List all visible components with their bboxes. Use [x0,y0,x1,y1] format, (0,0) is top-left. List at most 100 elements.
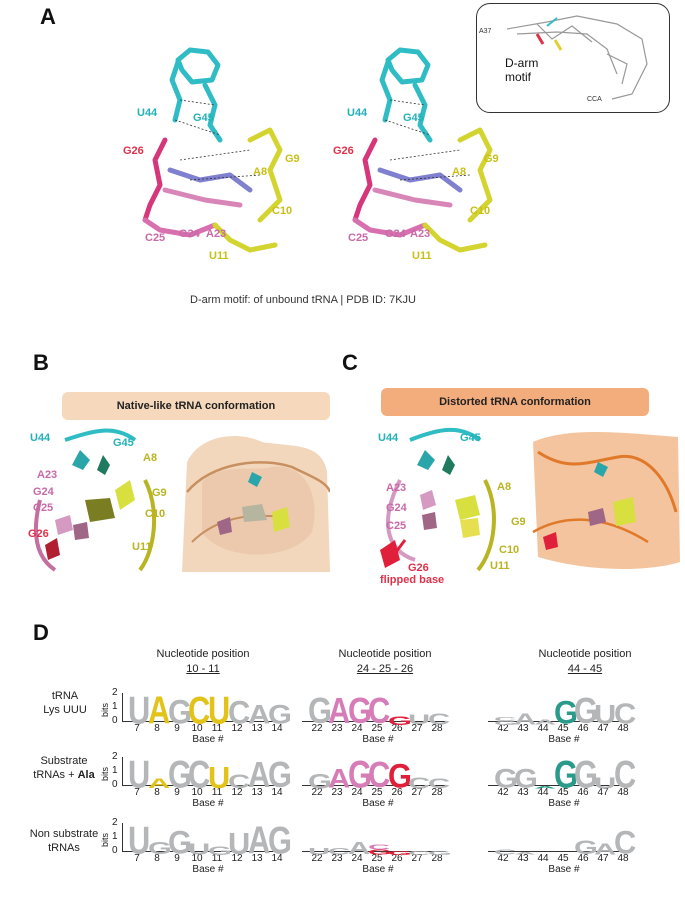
base-number: 9 [174,723,180,734]
logo-letter-g: G [268,699,292,730]
logo-letter-g: G [514,763,538,794]
c-label-g26: G26 [408,562,429,574]
logo-letter-g: G [574,690,598,732]
logo-letter-a: A [328,690,351,732]
label-a23-left: A23 [206,228,227,240]
logo-letter-u: U [188,840,211,858]
c-label-u11: U11 [490,560,510,572]
base-number: 46 [577,853,589,864]
label-g24-right: G24 [385,228,406,240]
base-number: 46 [577,787,589,798]
row-label-substrate-text: tRNAs + [33,769,78,781]
logo-letter-a: A [514,710,537,728]
bits-label: bits [100,832,110,847]
label-g9-right: G9 [484,153,499,165]
base-number: 45 [557,723,569,734]
logo-letter-c: C [428,776,451,792]
base-number: 42 [497,853,509,864]
y-tick-label: 1 [112,831,118,842]
y-tick-label: 2 [112,751,118,762]
label-c25-left: C25 [145,232,166,244]
label-u11-left: U11 [209,250,229,262]
y-tick-label: 2 [112,817,118,828]
b-label-c25: C25 [33,502,54,514]
logo-letter-g: G [574,836,598,859]
base-number: 45 [557,787,569,798]
inset-cca-label: CCA [587,96,602,103]
logo-letter-g: G [388,713,412,728]
logo-x-axis [122,721,286,722]
logo-letter-g: G [268,754,292,796]
base-number: 24 [351,853,363,864]
base-number: 12 [231,723,243,734]
base-number: 7 [134,787,140,798]
logo-letter-g: G [554,693,578,731]
base-number: 42 [497,787,509,798]
base-number: 8 [154,853,160,864]
base-axis-label: Base # [548,734,580,745]
y-tick-label: 0 [112,715,118,726]
panel-a-letter: A [40,4,56,29]
base-number: 27 [411,787,423,798]
base-axis-label: Base # [192,734,224,745]
base-axis-label: Base # [362,798,394,809]
logo-letter-a: A [148,688,171,732]
b-label-u11: U11 [132,541,152,553]
logo-letter-g: G [494,719,518,727]
logo-letter-g: G [348,690,372,732]
logo-letter-c: C [228,693,251,731]
b-label-a23: A23 [37,469,58,481]
base-axis-label: Base # [362,734,394,745]
base-number: 44 [537,787,549,798]
logo-letter-a: A [148,776,171,792]
c-label-a23: A23 [386,482,407,494]
base-axis-label: Base # [362,864,394,875]
label-a23-right: A23 [410,228,431,240]
base-number: 25 [371,723,383,734]
distorted-cartoon [380,427,496,572]
label-g9-left: G9 [285,153,300,165]
base-number: 11 [211,853,223,864]
label-u44-left: U44 [137,107,158,119]
c-label-a8: A8 [497,481,512,493]
logo-letter-g: G [368,847,392,857]
panel-b-letter: B [33,350,49,375]
base-number: 8 [154,723,160,734]
logo-letter-g: G [388,849,412,857]
row-label-substrate-line2: tRNAs + Ala [14,768,114,782]
base-number: 22 [311,723,323,734]
logo-letter-g: G [574,752,598,796]
base-number: 9 [174,787,180,798]
base-axis-label: Base # [192,798,224,809]
c-label-g45: G45 [460,432,481,444]
base-number: 10 [191,723,203,734]
c-label-flipped-base: flipped base [380,574,445,586]
label-c10-right: C10 [470,205,491,217]
b-label-a8: A8 [143,452,158,464]
logo-letter-u: U [228,825,251,861]
c-label-g9: G9 [511,516,526,528]
logo-letter-u: U [208,688,231,732]
logo-letter-u: U [594,699,617,730]
base-number: 7 [134,723,140,734]
logo-letter-g: G [348,752,372,796]
base-number: 43 [517,853,529,864]
base-number: 11 [211,787,223,798]
b-label-g45: G45 [113,437,134,449]
logo-letter-g: G [168,752,192,796]
inset-a37-label: A37 [479,28,492,35]
base-number: 46 [577,723,589,734]
base-number: 9 [174,853,180,864]
base-axis-label: Base # [548,798,580,809]
logo-letter-g: G [168,691,192,732]
logo-letter-a: A [248,818,271,862]
b-label-g9: G9 [152,487,167,499]
label-g26-left: G26 [123,145,144,157]
logo-letter-u: U [128,818,151,862]
col-head-3: Nucleotide position 44 - 45 [515,647,655,677]
base-number: 48 [617,787,629,798]
logo-letter-c: C [408,849,431,857]
col-head-3-range: 44 - 45 [567,663,603,675]
y-tick-label: 0 [112,845,118,856]
y-tick-label: 2 [112,687,118,698]
